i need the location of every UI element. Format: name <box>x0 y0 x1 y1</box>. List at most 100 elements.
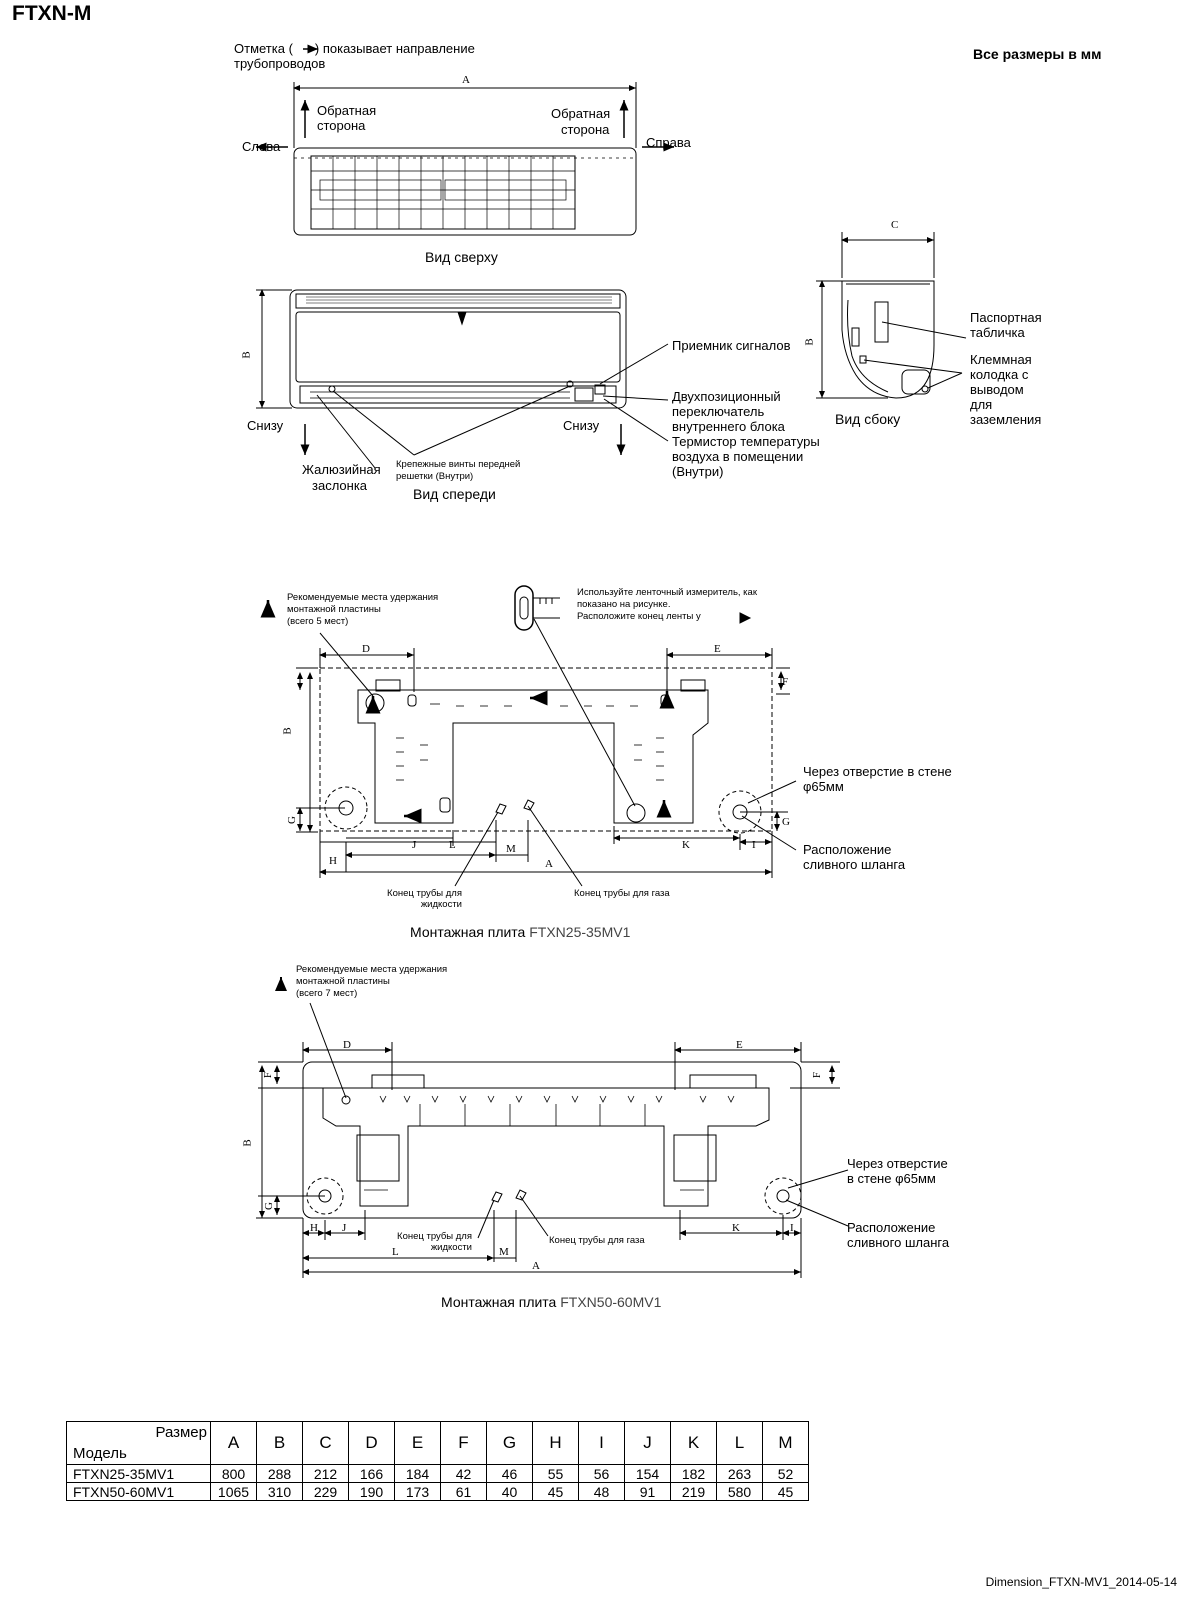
plate1-dim-h: H <box>329 855 337 867</box>
value-cell: 61 <box>440 1482 487 1501</box>
top-view-caption: Вид сверху <box>425 249 498 265</box>
plate2-caption: Монтажная плита FTXN50-60MV1 <box>441 1295 661 1310</box>
value-cell: 1065 <box>210 1482 257 1501</box>
screws-label-1: Крепежные винты передней <box>396 459 521 470</box>
plate2-hold-2: монтажной пластины <box>296 976 390 987</box>
plate1-dim-f: F <box>782 676 789 688</box>
plate1-hold-1: Рекомендуемые места удержания <box>287 592 439 603</box>
value-cell: 46 <box>486 1464 533 1483</box>
plate2-dim-h: H <box>310 1222 318 1234</box>
plate2-liquid-1: Конец трубы для <box>397 1231 472 1242</box>
plate2-dim-e: E <box>736 1039 743 1051</box>
model-cell: FTXN25-35MV1 <box>66 1464 211 1483</box>
dim-label-b-side: B <box>803 338 816 346</box>
plate1-dim-g-right: G <box>782 816 790 828</box>
thermistor-label-2: воздуха в помещении <box>672 449 804 464</box>
value-cell: 182 <box>670 1464 717 1483</box>
col-header-b: B <box>256 1421 303 1465</box>
plate1-wall-2: φ65мм <box>803 779 844 794</box>
col-header-f: F <box>440 1421 487 1465</box>
value-cell: 263 <box>716 1464 763 1483</box>
bottom-left-label: Снизу <box>247 418 284 433</box>
plate1-liquid-2: жидкости <box>420 899 462 910</box>
side-view-drawing <box>816 232 967 399</box>
back-side-left-2: сторона <box>317 118 366 133</box>
pipe-note-line1: Отметка () показывает направление <box>234 41 475 56</box>
plate1-caption-model: FTXN25-35MV1 <box>529 924 631 940</box>
col-header-d: D <box>348 1421 395 1465</box>
page-title: FTXN-M <box>12 2 92 25</box>
value-cell: 184 <box>394 1464 441 1483</box>
value-cell: 212 <box>302 1464 349 1483</box>
plate2-wall-1: Через отверстие <box>847 1156 948 1171</box>
corner-model-label: Модель <box>73 1445 127 1462</box>
plate2-dim-f-right: F <box>811 1071 824 1079</box>
plate2-dim-b: B <box>241 1139 254 1147</box>
table-header-row: Размер Модель A B C D E F G H I J K L M <box>66 1421 809 1465</box>
plate2-dim-a: A <box>532 1260 540 1272</box>
pipe-note-part2: ) показывает направление <box>314 41 475 56</box>
value-cell: 45 <box>532 1482 579 1501</box>
table-row: FTXN50-60MV1 1065 310 229 190 173 61 40 … <box>66 1482 809 1501</box>
plate1-drawing <box>260 585 797 887</box>
switch-label-2: переключатель <box>672 404 765 419</box>
value-cell: 310 <box>256 1482 303 1501</box>
front-view-drawing <box>256 289 669 469</box>
value-cell: 91 <box>624 1482 671 1501</box>
dim-label-a: A <box>462 74 470 86</box>
col-header-h: H <box>532 1421 579 1465</box>
switch-label-3: внутреннего блока <box>672 419 785 434</box>
thermistor-label-1: Термистор температуры <box>672 434 820 449</box>
plate1-drain-1: Расположение <box>803 842 892 857</box>
plate1-dim-e: E <box>714 643 721 655</box>
col-header-i: I <box>578 1421 625 1465</box>
value-cell: 580 <box>716 1482 763 1501</box>
plate1-tape-1: Используйте ленточный измеритель, как <box>577 587 757 598</box>
value-cell: 40 <box>486 1482 533 1501</box>
plate1-hold-2: монтажной пластины <box>287 604 381 615</box>
plate2-drawing <box>256 977 849 1278</box>
value-cell: 42 <box>440 1464 487 1483</box>
plate2-dim-d: D <box>343 1039 351 1051</box>
plate1-tape-2: показано на рисунке. <box>577 599 671 610</box>
signal-receiver-label: Приемник сигналов <box>672 338 791 353</box>
value-cell: 229 <box>302 1482 349 1501</box>
plate2-dim-g: G <box>262 1202 275 1210</box>
plate1-gas: Конец трубы для газа <box>574 888 670 899</box>
terminal-label-3: выводом <box>970 382 1024 397</box>
terminal-label-4: для <box>970 397 993 412</box>
col-header-a: A <box>210 1421 257 1465</box>
units-note: Все размеры в мм <box>973 46 1102 62</box>
col-header-l: L <box>716 1421 763 1465</box>
louver-label-1: Жалюзийная <box>302 462 381 477</box>
terminal-label-2: колодка с <box>970 367 1029 382</box>
plate2-drain-1: Расположение <box>847 1220 936 1235</box>
value-cell: 52 <box>762 1464 809 1483</box>
col-header-m: M <box>762 1421 809 1465</box>
value-cell: 800 <box>210 1464 257 1483</box>
plate2-liquid-2: жидкости <box>430 1242 472 1253</box>
plate2-hold-1: Рекомендуемые места удержания <box>296 964 448 975</box>
value-cell: 45 <box>762 1482 809 1501</box>
plate2-caption-text: Монтажная плита <box>441 1294 557 1310</box>
plate2-dim-j: J <box>342 1222 347 1234</box>
back-side-left-1: Обратная <box>317 103 377 118</box>
plate1-liquid-1: Конец трубы для <box>387 888 462 899</box>
plate2-dim-k: K <box>732 1222 740 1234</box>
footer-doc-id: Dimension_FTXN-MV1_2014-05-14 <box>985 1575 1177 1589</box>
col-header-k: K <box>670 1421 717 1465</box>
plate1-dim-d: D <box>362 643 370 655</box>
table-corner-cell: Размер Модель <box>66 1421 211 1465</box>
plate1-caption-text: Монтажная плита <box>410 924 526 940</box>
top-view-drawing <box>256 44 674 236</box>
pipe-note-line2: трубопроводов <box>234 56 326 71</box>
plate1-dim-j: J <box>412 839 417 851</box>
side-view-caption: Вид сбоку <box>835 411 901 427</box>
plate2-dim-l: L <box>392 1246 399 1258</box>
value-cell: 219 <box>670 1482 717 1501</box>
plate1-dim-b: B <box>281 727 294 735</box>
value-cell: 55 <box>532 1464 579 1483</box>
plate1-dim-a: A <box>545 858 553 870</box>
plate1-dim-g-left: G <box>285 816 298 824</box>
value-cell: 154 <box>624 1464 671 1483</box>
